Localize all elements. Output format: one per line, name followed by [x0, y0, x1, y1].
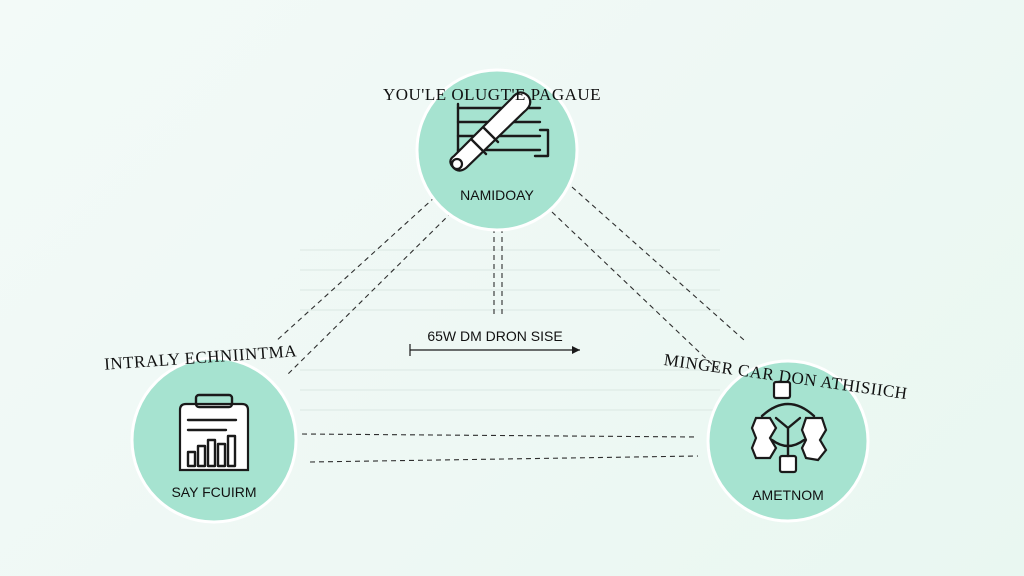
connector-left-right-lower	[309, 455, 699, 463]
center-arrow-head	[572, 346, 580, 354]
top-node-outer-label: YOU'LE OLUGT'E PAGAUE	[383, 85, 601, 104]
left-node[interactable]: SAY FCUIRM INTRALY ECHNIINTMA	[104, 341, 298, 524]
right-node[interactable]: AMETNOM MINGER CAR DON ATHISIICH	[663, 350, 909, 523]
center-annotation: 65W DM DRON SISE	[409, 328, 580, 356]
trumpet-icon	[449, 91, 550, 172]
network-gear-icon	[750, 380, 828, 474]
center-label: 65W DM DRON SISE	[427, 328, 562, 344]
connector-left-right-upper	[301, 433, 699, 438]
connector-top-left-inner	[287, 211, 453, 375]
right-node-label: AMETNOM	[752, 487, 824, 503]
background-grid	[300, 249, 720, 411]
connectors	[274, 186, 745, 463]
left-node-label: SAY FCUIRM	[171, 484, 256, 500]
connector-top-right-outer	[571, 186, 745, 341]
connector-top-right-inner	[551, 211, 719, 371]
top-node[interactable]: NAMIDOAY YOU'LE OLUGT'E PAGAUE	[383, 68, 601, 232]
top-node-label: NAMIDOAY	[460, 187, 534, 203]
bar-chart-clipboard-icon	[178, 393, 250, 472]
